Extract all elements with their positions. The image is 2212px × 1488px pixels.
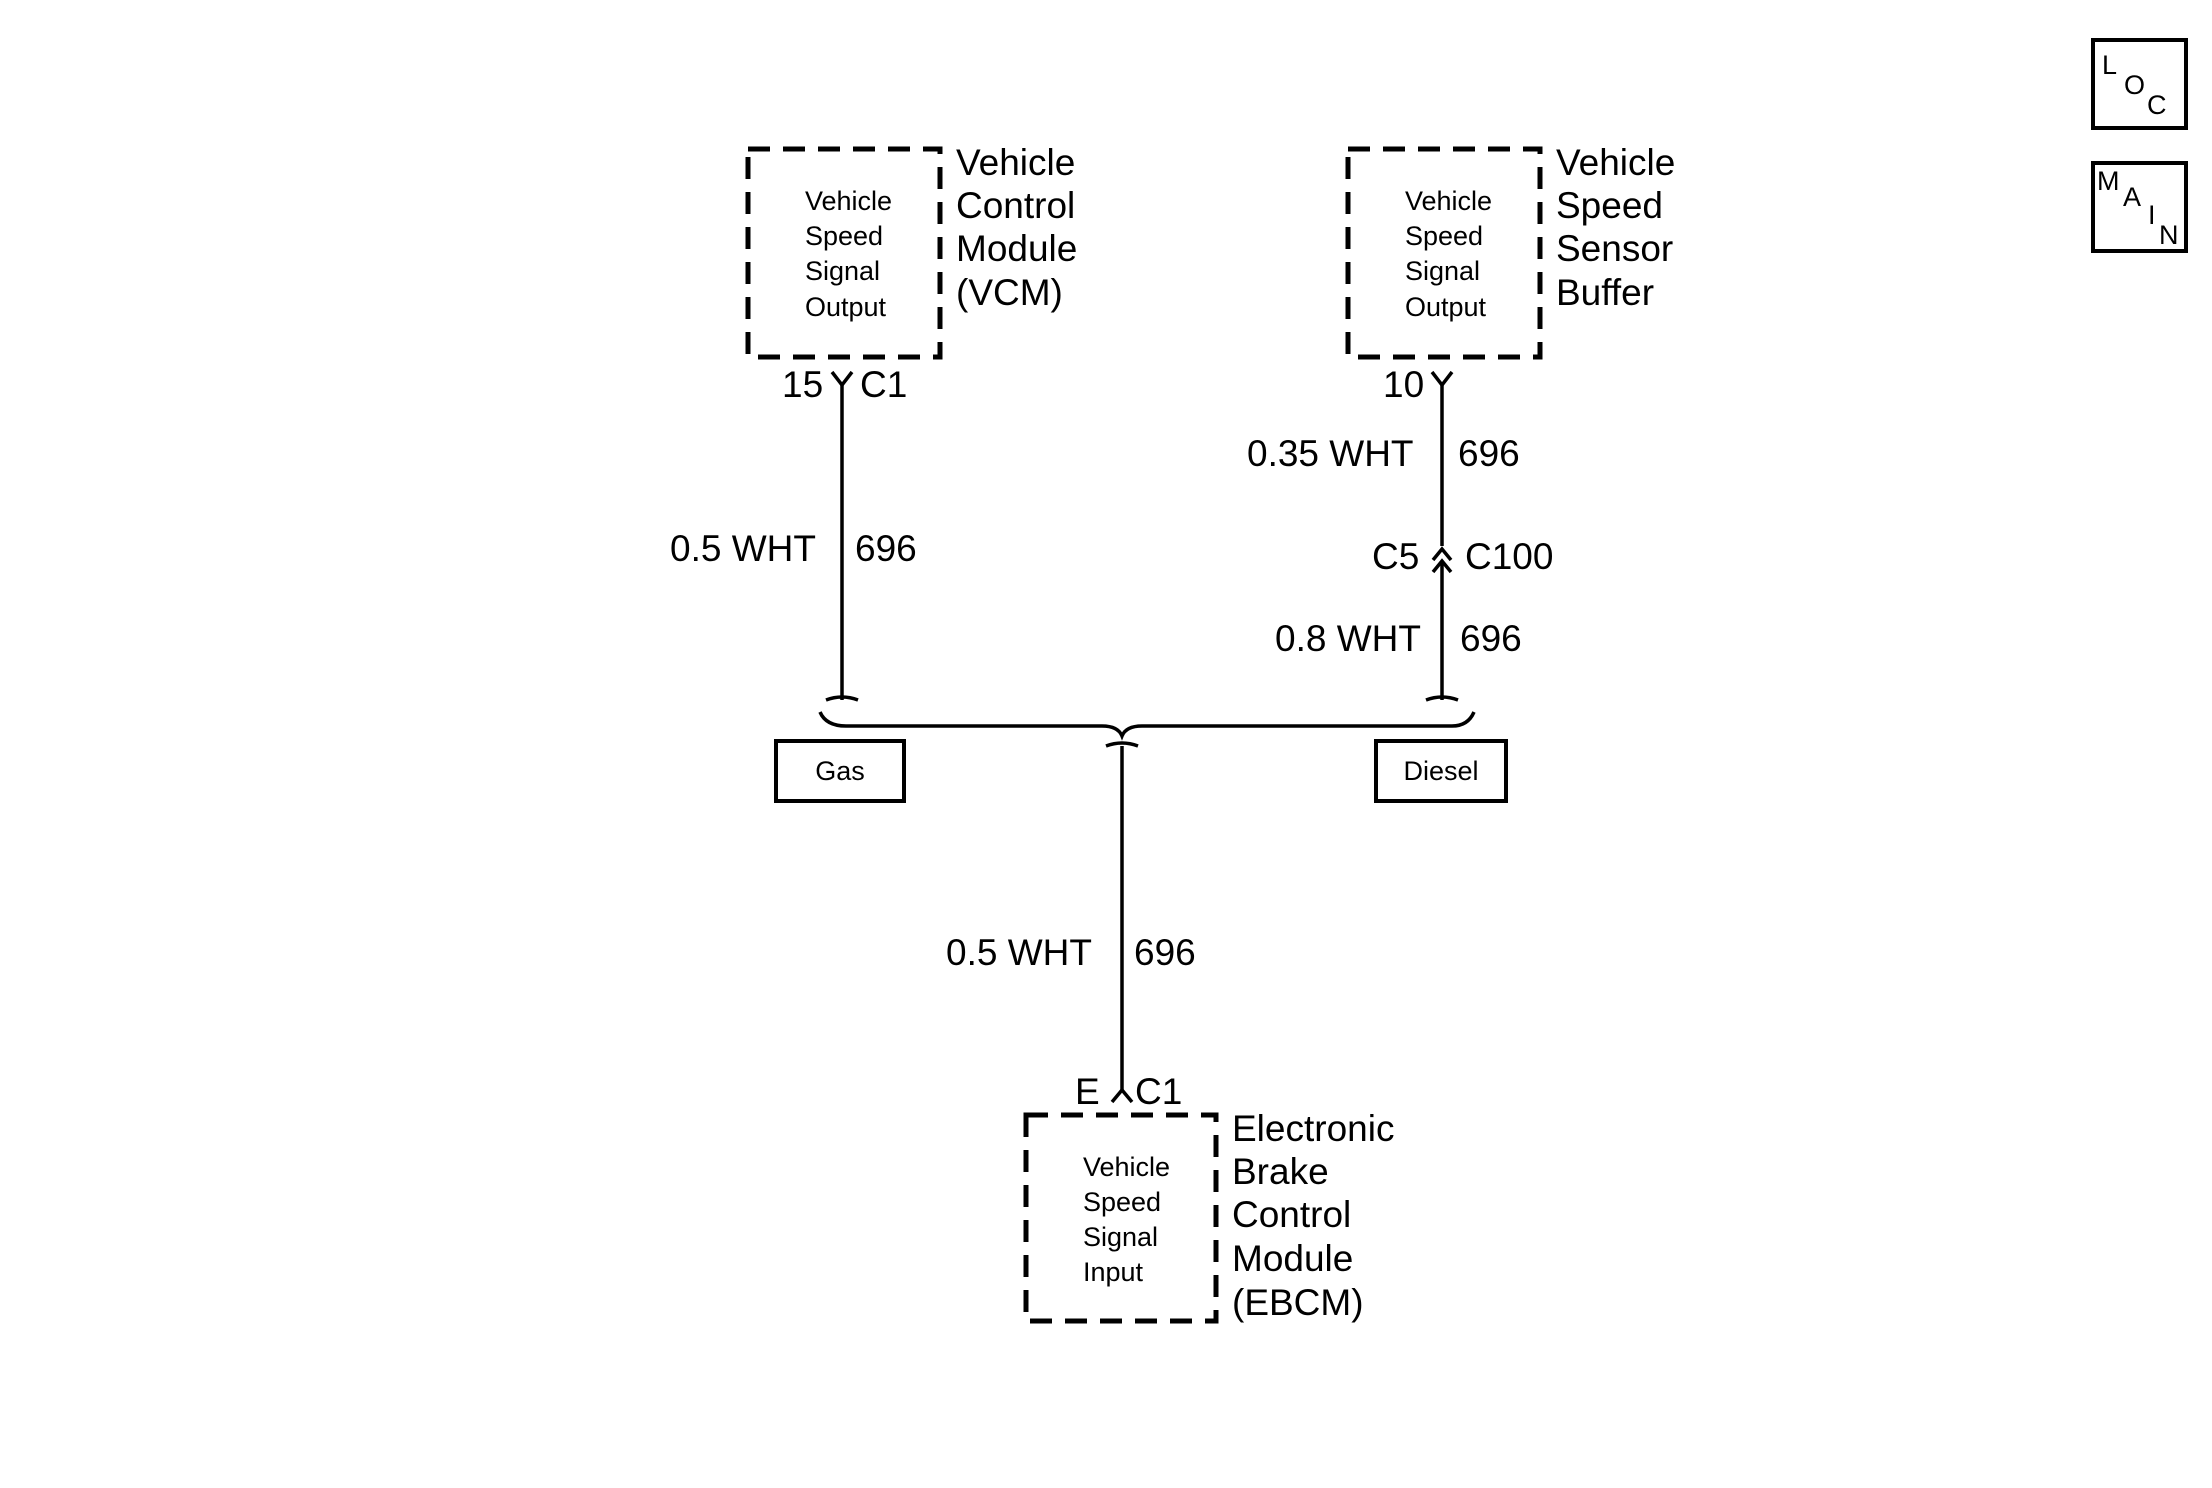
diesel-option-label: Diesel (1403, 756, 1478, 786)
ebcm-inner-line-1: Vehicle (1083, 1152, 1170, 1182)
vss-buffer-module: Vehicle Speed Signal Output Vehicle Spee… (1345, 142, 1675, 405)
ebcm-label-line-2: Brake (1232, 1151, 1329, 1192)
vssb-pin-number: 10 (1383, 364, 1424, 405)
vssb-inner-line-3: Signal (1405, 256, 1480, 286)
vcm-wire-spec: 0.5 WHT (670, 528, 816, 569)
ebcm-label-line-3: Control (1232, 1194, 1351, 1235)
vssb-dashed-box (1345, 146, 1543, 360)
ebcm-inner-line-4: Input (1083, 1257, 1144, 1287)
vcm-pin-number: 15 (782, 364, 823, 405)
loc-letter-l: L (2102, 50, 2117, 80)
vssb-upper-wire-circuit: 696 (1458, 433, 1520, 474)
inline-connector-right: C100 (1465, 536, 1553, 577)
vssb-label-line-4: Buffer (1556, 272, 1654, 313)
diesel-option: Diesel (1374, 739, 1508, 803)
loc-letter-o: O (2124, 70, 2145, 100)
loc-letter-c: C (2147, 90, 2167, 120)
vcm-inner-line-1: Vehicle (805, 186, 892, 216)
vcm-inner-line-2: Speed (805, 221, 883, 251)
ebcm-dashed-box (1023, 1112, 1219, 1324)
vssb-lower-wire-circuit: 696 (1460, 618, 1522, 659)
main-letter-i: I (2148, 200, 2156, 230)
main-letter-m: M (2097, 166, 2120, 196)
vcm-connector-terminal (830, 370, 854, 388)
loc-button[interactable]: L O C (2091, 38, 2188, 130)
vssb-inner-line-1: Vehicle (1405, 186, 1492, 216)
ebcm-wire: 0.5 WHT 696 (946, 746, 1196, 1090)
ebcm-inner-line-2: Speed (1083, 1187, 1161, 1217)
vssb-connector-terminal (1430, 370, 1454, 388)
ebcm-label-line-5: (EBCM) (1232, 1282, 1364, 1323)
ebcm-module: E C1 Vehicle Speed Signal Input Electron… (1023, 1071, 1394, 1324)
inline-connector-left: C5 (1372, 536, 1419, 577)
ebcm-label-line-4: Module (1232, 1238, 1353, 1279)
inline-connector-symbol (1431, 546, 1453, 574)
vssb-inner-line-4: Output (1405, 292, 1487, 322)
ebcm-wire-spec: 0.5 WHT (946, 932, 1092, 973)
vssb-label-line-3: Sensor (1556, 228, 1673, 269)
vssb-wire: 0.35 WHT 696 C5 C100 0.8 WHT 696 (1247, 385, 1553, 700)
vcm-connector-id: C1 (860, 364, 907, 405)
vssb-label-line-1: Vehicle (1556, 142, 1675, 183)
gas-option: Gas (774, 739, 906, 803)
ebcm-label-line-1: Electronic (1232, 1108, 1394, 1149)
vcm-inner-line-4: Output (805, 292, 887, 322)
ebcm-connector-id: C1 (1135, 1071, 1182, 1112)
vssb-label-line-2: Speed (1556, 185, 1663, 226)
vcm-wire: 0.5 WHT 696 (670, 385, 917, 700)
gas-option-label: Gas (815, 756, 865, 786)
vssb-upper-wire-spec: 0.35 WHT (1247, 433, 1414, 474)
vcm-inner-line-3: Signal (805, 256, 880, 286)
main-letter-a: A (2123, 182, 2141, 212)
ebcm-connector-terminal (1110, 1087, 1134, 1104)
vcm-label-line-4: (VCM) (956, 272, 1063, 313)
main-letter-n: N (2159, 220, 2179, 250)
vcm-module: Vehicle Speed Signal Output Vehicle Cont… (745, 142, 1077, 405)
vcm-wire-circuit: 696 (855, 528, 917, 569)
vcm-label-line-2: Control (956, 185, 1075, 226)
ebcm-inner-line-3: Signal (1083, 1222, 1158, 1252)
vssb-lower-wire-spec: 0.8 WHT (1275, 618, 1421, 659)
vssb-inner-line-2: Speed (1405, 221, 1483, 251)
vcm-label-line-3: Module (956, 228, 1077, 269)
vcm-dashed-box (745, 146, 943, 360)
vcm-label-line-1: Vehicle (956, 142, 1075, 183)
main-button[interactable]: M A I N (2091, 161, 2188, 253)
option-bracket (818, 695, 1476, 748)
ebcm-pin-letter: E (1075, 1071, 1100, 1112)
ebcm-wire-circuit: 696 (1134, 932, 1196, 973)
